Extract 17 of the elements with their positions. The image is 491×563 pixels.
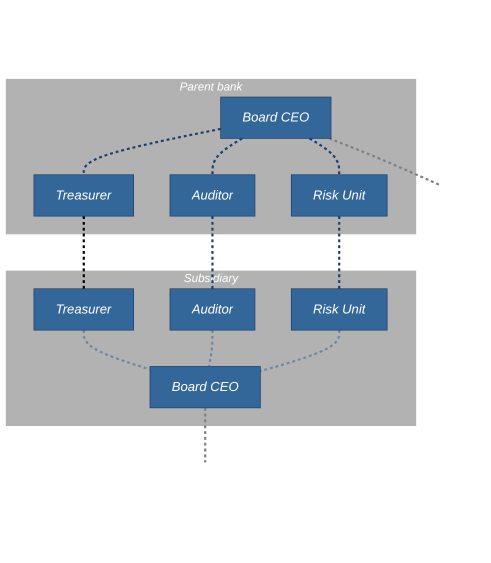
connector [211, 138, 243, 175]
node-box: Board CEO [220, 96, 332, 139]
node-box: Board CEO [150, 366, 261, 408]
node-box: Treasurer [34, 288, 134, 331]
connector [309, 138, 340, 175]
node-box: Risk Unit [290, 288, 388, 331]
node-box: Risk Unit [290, 174, 388, 216]
connector [338, 216, 340, 289]
connector [82, 128, 221, 175]
connector [211, 216, 214, 289]
connector [260, 330, 340, 372]
node-box: Treasurer [34, 174, 134, 216]
connector [208, 330, 214, 367]
connector [82, 330, 150, 371]
connector [82, 216, 85, 289]
connector [204, 408, 206, 462]
connector [328, 137, 442, 187]
